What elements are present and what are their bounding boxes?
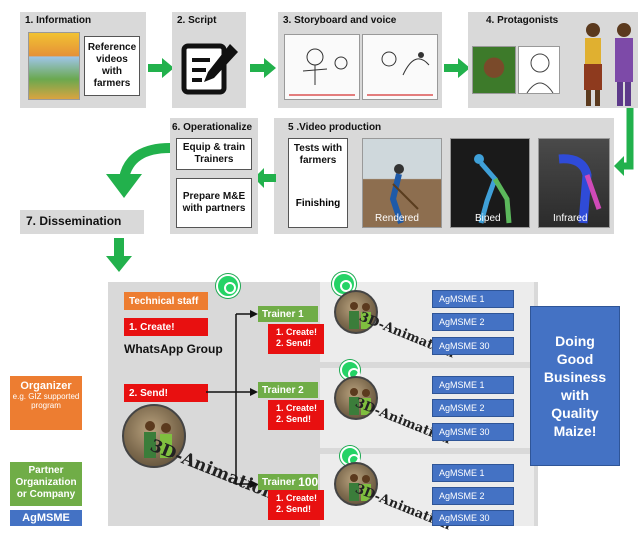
storyboard-sketch-2	[362, 34, 438, 100]
prepare-me-box: Prepare M&E with partners	[176, 178, 252, 228]
trainer-2-agmsme-2: AgMSME 2	[432, 399, 514, 417]
step-operationalize: 6. Operationalize Equip & train Trainers…	[170, 118, 258, 234]
animation-badge-3	[334, 462, 378, 506]
information-thumbnail	[28, 32, 80, 100]
trainer-1-create: 1. Create!	[276, 327, 318, 337]
arrow-right-icon	[444, 58, 470, 78]
legend-partner-label: Partner Organization or Company	[15, 465, 77, 500]
step-protagonists: 4. Protagonists	[468, 12, 638, 108]
send-tag: 2. Send!	[124, 384, 208, 402]
trainer-1-send: 2. Send!	[276, 338, 312, 348]
trainer-2-agmsme-30: AgMSME 30	[432, 423, 514, 441]
equip-train-box: Equip & train Trainers	[176, 138, 252, 170]
arrow-down-icon	[614, 108, 634, 176]
step-storyboard: 3. Storyboard and voice	[278, 12, 442, 108]
rendered-label: Rendered	[375, 213, 419, 224]
biped-image: Biped	[450, 138, 530, 228]
technical-staff-tag: Technical staff	[124, 292, 208, 310]
create-tag: 1. Create!	[124, 318, 208, 336]
trainer-100-send: 2. Send!	[276, 504, 312, 514]
tests-with-farmers-box: Tests with farmers	[288, 138, 348, 228]
step-information-title: 1. Information	[25, 15, 92, 26]
arrow-right-icon	[250, 58, 276, 78]
arrow-right-icon	[148, 58, 174, 78]
reference-videos-box: Reference videos with farmers	[84, 36, 140, 96]
trainer-1-agmsme-2: AgMSME 2	[432, 313, 514, 331]
step-protagonists-title: 4. Protagonists	[486, 15, 559, 26]
protagonist-sketch	[518, 46, 560, 94]
storyboard-sketch-1	[284, 34, 360, 100]
legend-organizer-sub: e.g. GIZ supported program	[12, 392, 80, 410]
trainer-2-label: Trainer 2	[258, 382, 318, 398]
protagonist-photo	[472, 46, 516, 94]
trainer-100-create: 1. Create!	[276, 493, 318, 503]
infrared-image: Infrared	[538, 138, 610, 228]
trainer-100-number: 100	[298, 475, 319, 489]
finishing-label: Finishing	[295, 198, 341, 209]
legend-agmsme-label: AgMSME	[22, 512, 70, 524]
trainer-100-label: Trainer 100	[258, 474, 318, 490]
trainer-1-agmsme-30: AgMSME 30	[432, 337, 514, 355]
maize-message-box: Doing Good Business with Quality Maize!	[530, 306, 620, 466]
trainer-2-agmsme-1: AgMSME 1	[432, 376, 514, 394]
legend-partner: Partner Organization or Company	[10, 462, 82, 506]
protagonist-man-figure	[615, 23, 633, 106]
step-information: 1. Information Reference videos with far…	[20, 12, 146, 108]
trainer-100-agmsme-30: AgMSME 30	[432, 510, 514, 526]
legend-agmsme: AgMSME	[10, 510, 82, 526]
trainer-1-agmsme-1: AgMSME 1	[432, 290, 514, 308]
step-script: 2. Script	[172, 12, 246, 108]
trainer-100-actions: 1. Create! 2. Send!	[268, 490, 324, 520]
step-script-title: 2. Script	[177, 15, 217, 26]
trainer-100-prefix: Trainer	[262, 476, 296, 488]
animation-badge-2	[334, 376, 378, 420]
trainer-2-create: 1. Create!	[276, 403, 318, 413]
animation-badge-main	[122, 404, 186, 468]
whatsapp-icon	[216, 274, 240, 298]
step-storyboard-title: 3. Storyboard and voice	[283, 15, 397, 26]
animation-badge-1	[334, 290, 378, 334]
step-dissemination-title: 7. Dissemination	[26, 214, 122, 228]
infrared-label: Infrared	[553, 213, 588, 224]
distribution-lines	[206, 310, 258, 488]
agmsme-30-label: AgMSME 30	[439, 427, 490, 437]
trainer-100-agmsme-1: AgMSME 1	[432, 464, 514, 482]
protagonist-woman-figure	[584, 23, 602, 106]
maize-message-text: Doing Good Business with Quality Maize!	[543, 333, 607, 439]
arrow-down-icon	[106, 238, 132, 272]
trainer-1-actions: 1. Create! 2. Send!	[268, 324, 324, 354]
trainer-2-actions: 1. Create! 2. Send!	[268, 400, 324, 430]
trainer-2-send: 2. Send!	[276, 414, 312, 424]
step-video-production: 5 .Video production Tests with farmers F…	[274, 118, 614, 234]
whatsapp-group-label: WhatsApp Group	[124, 342, 223, 356]
trainer-100-agmsme-2: AgMSME 2	[432, 487, 514, 505]
rendered-image: Rendered	[362, 138, 442, 228]
arrow-left-icon	[254, 168, 276, 188]
step-operationalize-title: 6. Operationalize	[172, 122, 253, 133]
legend-organizer-label: Organizer	[20, 380, 72, 392]
trainer-1-label: Trainer 1	[258, 306, 318, 322]
step-dissemination: 7. Dissemination	[20, 210, 144, 234]
step-video-title: 5 .Video production	[288, 122, 382, 133]
script-pencil-icon	[181, 43, 238, 95]
arrow-down-icon	[106, 143, 171, 198]
legend-organizer: Organizer e.g. GIZ supported program	[10, 376, 82, 430]
biped-label: Biped	[475, 213, 501, 224]
